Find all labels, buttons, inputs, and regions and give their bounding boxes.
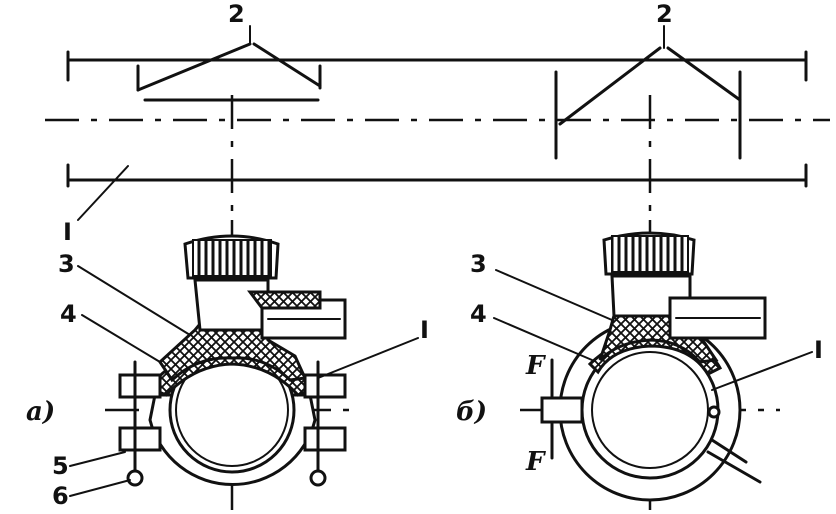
label-2-left: 2 xyxy=(228,0,245,28)
label-5-a: 5 xyxy=(52,452,69,480)
label-F-bottom-b: F xyxy=(525,447,546,477)
label-1-pipe: I xyxy=(63,218,72,246)
pipe-top-view xyxy=(45,25,830,221)
label-3-b: 3 xyxy=(470,250,487,278)
caption-a: a) xyxy=(26,397,55,427)
clamp-view-a xyxy=(69,220,419,512)
label-6-a: 6 xyxy=(52,482,69,510)
label-4-b: 4 xyxy=(470,300,487,328)
clamp-view-b xyxy=(493,220,813,512)
label-4-a: 4 xyxy=(60,300,77,328)
label-3-a: 3 xyxy=(58,250,75,278)
label-2-right: 2 xyxy=(656,0,673,28)
caption-b: б) xyxy=(456,397,487,427)
label-F-top-b: F xyxy=(525,351,546,381)
label-1-a: I xyxy=(420,316,429,344)
label-1-b: I xyxy=(814,336,823,364)
